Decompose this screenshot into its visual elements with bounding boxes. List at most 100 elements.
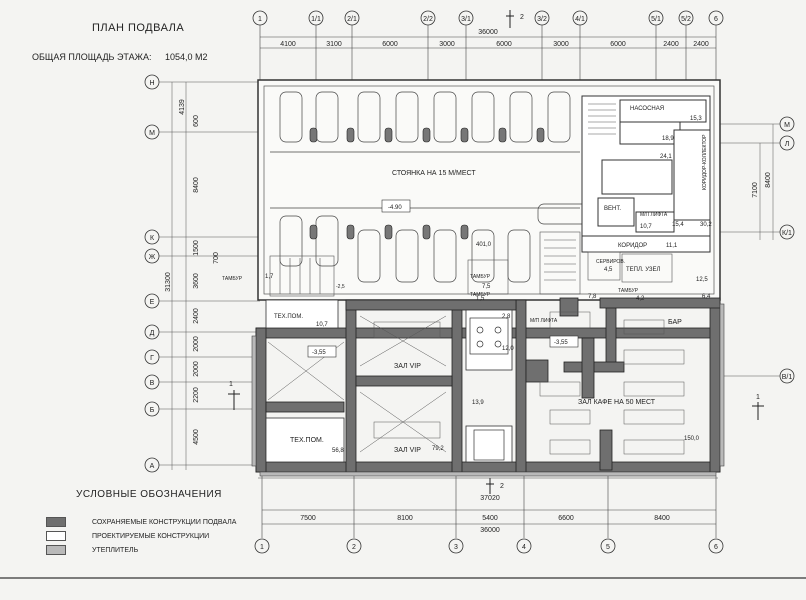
section-mark-top: 2 [506, 10, 524, 28]
axis-bubble-top: 2/1 [344, 10, 360, 26]
dim-text: 8100 [397, 515, 413, 522]
room-level: -2,5 [336, 284, 345, 290]
axis-bubble-bottom: 6 [708, 538, 724, 554]
room-label: ТАМБУР [470, 292, 491, 298]
right-axis-lines [720, 123, 780, 377]
room-area: 1,7 [265, 274, 274, 280]
section-number: 2 [500, 483, 504, 490]
axis-bubble-left: А [144, 457, 160, 473]
legend-swatch [46, 545, 66, 555]
legend-label: УТЕПЛИТЕЛЬ [92, 546, 139, 554]
axis-label: В [150, 380, 155, 387]
axis-label: 5/2 [681, 16, 691, 23]
room-level: -4.90 [388, 205, 402, 211]
axis-label: А [150, 463, 155, 470]
room-area: 10,7 [316, 322, 328, 328]
axis-bubble-right: М [779, 116, 795, 132]
lift-shaft [469, 317, 509, 461]
legend-label: СОХРАНЯЕМЫЕ КОНСТРУКЦИИ ПОДВАЛА [92, 518, 237, 526]
room-area: 7,8 [588, 294, 597, 300]
axis-bubble-top: 5/2 [678, 10, 694, 26]
left-axis-lines [159, 81, 260, 470]
dim-text: 1500 [193, 240, 200, 256]
legend-swatch [46, 517, 66, 527]
section-number: 2 [520, 14, 524, 21]
axis-label: Л [785, 141, 790, 148]
left-axes: Н М К Ж Е Д Г В Б А [144, 74, 160, 473]
axis-label: 3 [454, 544, 458, 551]
axis-bubble-right: К/1 [779, 224, 795, 240]
axis-label: 6 [714, 544, 718, 551]
axis-label: 6 [714, 16, 718, 23]
dim-text: 700 [213, 252, 220, 264]
dim-text: 5400 [482, 515, 498, 522]
room-area: 4,2 [636, 296, 645, 302]
room-area: 11,1 [666, 243, 678, 249]
axis-bubble-top: 3/1 [458, 10, 474, 26]
room-label: ЗАЛ КАФЕ НА 50 МЕСТ [578, 399, 656, 406]
dim-text: 6000 [496, 41, 512, 48]
dim-text: 600 [193, 115, 200, 127]
room-level: -3,55 [554, 340, 568, 346]
dim-text: 36000 [480, 527, 500, 534]
dim-text: 36000 [478, 29, 498, 36]
dim-text: 6000 [610, 41, 626, 48]
dim-text: 2200 [193, 387, 200, 403]
axis-label: 3/1 [461, 16, 471, 23]
axis-label: Ж [149, 254, 156, 261]
top-axes: 1 1/1 2/1 2/2 3/1 3/2 4/1 5/1 5/2 6 [252, 10, 724, 26]
axis-label: 3/2 [537, 16, 547, 23]
dim-text: 6000 [382, 41, 398, 48]
room-label: М/П ЛИФТА [640, 212, 668, 218]
room-area: 56,8 [332, 448, 344, 454]
room-area: 30,2 [700, 222, 712, 228]
room-label: ТЕХ.ПОМ. [290, 437, 324, 444]
legend-item-insulation: УТЕПЛИТЕЛЬ [46, 545, 138, 555]
lobby-stairs-icon [467, 231, 673, 295]
axis-label: 2/2 [423, 16, 433, 23]
parking-columns [309, 127, 545, 240]
axis-bubble-bottom: 1 [254, 538, 270, 554]
axis-bubble-top: 6 [708, 10, 724, 26]
room-label: СТОЯНКА НА 15 М/МЕСТ [392, 170, 476, 177]
axis-label: 2 [352, 544, 356, 551]
axis-bubble-left: В [144, 374, 160, 390]
dim-text: 3600 [193, 273, 200, 289]
dim-text: 8400 [765, 172, 772, 188]
total-area-value: 1054,0 М2 [165, 52, 208, 62]
dim-text: 3000 [553, 41, 569, 48]
total-area-label: ОБЩАЯ ПЛОЩАДЬ ЭТАЖА: [32, 52, 152, 62]
dim-text: 8400 [193, 177, 200, 193]
room-area: 2,8 [502, 314, 511, 320]
room-area: 7,5 [482, 284, 491, 290]
left-stairs-icon [269, 255, 335, 297]
dim-text: 2400 [663, 41, 679, 48]
left-dimension-chain: 31300 4139 600 8400 1500 700 3600 2400 2… [165, 99, 220, 445]
section-number: 1 [756, 394, 760, 401]
room-area: 15,4 [672, 222, 684, 228]
axis-bubble-bottom: 5 [600, 538, 616, 554]
room-labels: СТОЯНКА НА 15 М/МЕСТ -4.90 401,0 НАСОСНА… [222, 106, 712, 454]
dim-text: 4500 [193, 429, 200, 445]
room-label: ТЕХ.ПОМ. [274, 314, 303, 320]
axis-label: 1 [258, 16, 262, 23]
room-label: ТАМБУР [222, 276, 243, 282]
section-mark-left: 1 [228, 381, 240, 410]
axis-bubble-left: Ж [144, 248, 160, 264]
room-area: 6,4 [702, 294, 711, 300]
building [251, 79, 725, 477]
legend-item-kept: СОХРАНЯЕМЫЕ КОНСТРУКЦИИ ПОДВАЛА [46, 517, 236, 527]
axis-label: К/1 [782, 230, 792, 237]
legend-swatch [46, 531, 66, 541]
room-area: 24,1 [660, 154, 672, 160]
room-area: 18,9 [662, 136, 674, 142]
axis-bubble-top: 1/1 [308, 10, 324, 26]
axis-bubble-top: 3/2 [534, 10, 550, 26]
axis-bubble-top: 1 [252, 10, 268, 26]
axis-bubble-left: Г [144, 349, 160, 365]
right-dimension-chain: 7100 8400 [752, 172, 772, 198]
axis-bubble-right: Л [779, 135, 795, 151]
legend-title: УСЛОВНЫЕ ОБОЗНАЧЕНИЯ [76, 489, 222, 500]
axis-label: М [784, 122, 790, 129]
